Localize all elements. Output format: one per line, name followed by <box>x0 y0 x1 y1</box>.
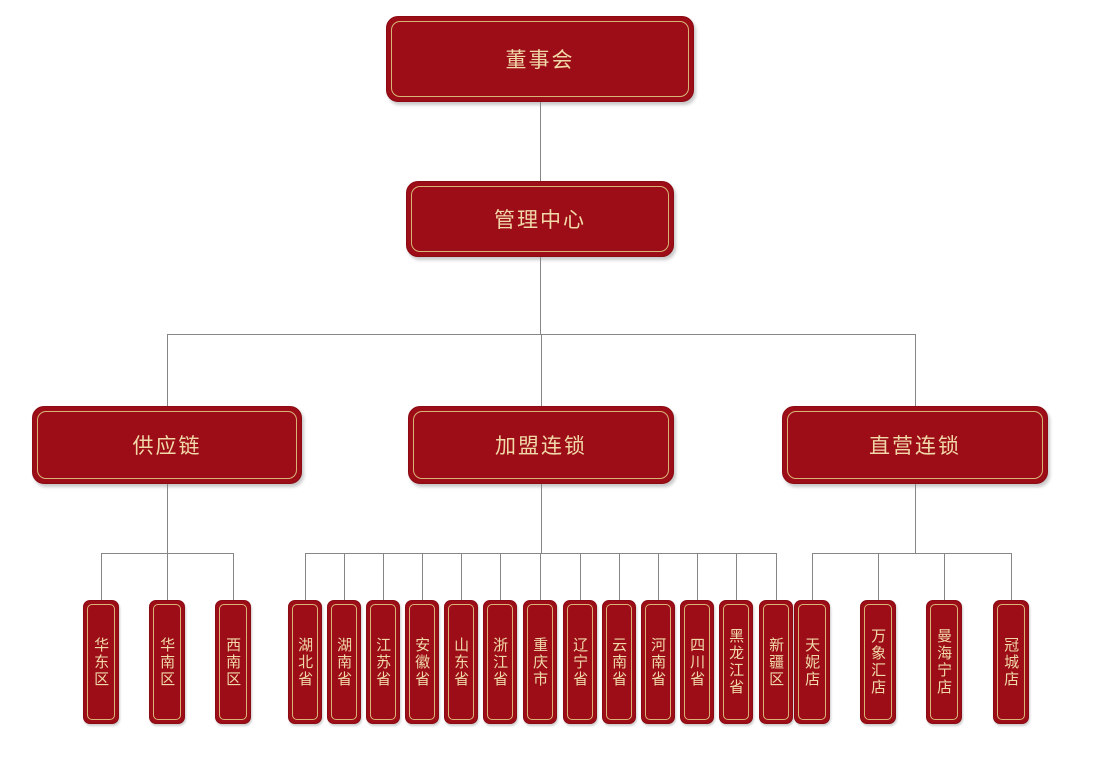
connector-drop-franchise-9 <box>658 553 659 600</box>
connector-board-to-management <box>540 102 541 181</box>
node-supply-chain[interactable]: 供应链 <box>32 406 302 484</box>
connector-drop-franchise-4 <box>461 553 462 600</box>
node-label: 四川省 <box>688 636 707 688</box>
node-leaf-franchise-3[interactable]: 安徽省 <box>405 600 439 724</box>
node-leaf-franchise-7[interactable]: 辽宁省 <box>563 600 597 724</box>
node-leaf-supply-1[interactable]: 华南区 <box>149 600 185 724</box>
connector-drop-direct-3 <box>1011 553 1012 600</box>
node-leaf-franchise-2[interactable]: 江苏省 <box>366 600 400 724</box>
connector-management-stem <box>540 257 541 334</box>
connector-drop-franchise-11 <box>736 553 737 600</box>
node-label: 重庆市 <box>531 636 550 688</box>
connector-drop-direct-0 <box>812 553 813 600</box>
node-label: 管理中心 <box>494 208 586 232</box>
node-label: 浙江省 <box>491 636 510 688</box>
node-leaf-direct-0[interactable]: 天妮店 <box>794 600 830 724</box>
node-leaf-franchise-11[interactable]: 黑龙江省 <box>719 600 753 724</box>
connector-drop-franchise-5 <box>500 553 501 600</box>
node-label: 辽宁省 <box>571 636 590 688</box>
node-franchise-chain[interactable]: 加盟连锁 <box>408 406 674 484</box>
connector-drop-franchise-3 <box>422 553 423 600</box>
connector-drop-supply-1 <box>167 553 168 600</box>
node-label: 湖北省 <box>296 636 315 688</box>
node-label: 天妮店 <box>803 636 822 688</box>
node-label: 江苏省 <box>374 636 393 688</box>
node-leaf-franchise-4[interactable]: 山东省 <box>444 600 478 724</box>
node-leaf-franchise-6[interactable]: 重庆市 <box>523 600 557 724</box>
node-label: 董事会 <box>505 48 575 72</box>
node-leaf-franchise-8[interactable]: 云南省 <box>602 600 636 724</box>
node-direct-chain[interactable]: 直营连锁 <box>782 406 1048 484</box>
connector-drop-franchise-0 <box>305 553 306 600</box>
node-label: 冠城店 <box>1002 636 1021 688</box>
node-leaf-franchise-9[interactable]: 河南省 <box>641 600 675 724</box>
connector-drop-level3-1 <box>541 334 542 406</box>
node-leaf-franchise-5[interactable]: 浙江省 <box>483 600 517 724</box>
connector-drop-direct-2 <box>944 553 945 600</box>
connector-drop-supply-0 <box>101 553 102 600</box>
connector-drop-franchise-8 <box>619 553 620 600</box>
node-label: 湖南省 <box>335 636 354 688</box>
node-label: 新疆区 <box>767 636 786 688</box>
connector-drop-franchise-1 <box>344 553 345 600</box>
node-board[interactable]: 董事会 <box>386 16 694 102</box>
node-label: 华东区 <box>92 636 111 688</box>
connector-stem-supply <box>167 484 168 553</box>
node-leaf-direct-2[interactable]: 曼海宁店 <box>926 600 962 724</box>
node-leaf-direct-1[interactable]: 万象汇店 <box>860 600 896 724</box>
connector-bus-direct <box>812 553 1011 554</box>
node-label: 山东省 <box>452 636 471 688</box>
connector-stem-franchise <box>541 484 542 553</box>
node-label: 加盟连锁 <box>495 434 587 458</box>
node-leaf-franchise-12[interactable]: 新疆区 <box>759 600 793 724</box>
node-label: 供应链 <box>132 434 202 458</box>
connector-drop-franchise-10 <box>697 553 698 600</box>
node-label: 黑龙江省 <box>727 628 746 696</box>
node-label: 万象汇店 <box>869 628 888 696</box>
connector-drop-level3-2 <box>915 334 916 406</box>
connector-stem-direct <box>915 484 916 553</box>
connector-drop-level3-0 <box>167 334 168 406</box>
connector-drop-supply-2 <box>233 553 234 600</box>
connector-drop-franchise-12 <box>776 553 777 600</box>
node-leaf-supply-2[interactable]: 西南区 <box>215 600 251 724</box>
node-leaf-supply-0[interactable]: 华东区 <box>83 600 119 724</box>
connector-drop-franchise-7 <box>580 553 581 600</box>
node-label: 西南区 <box>224 636 243 688</box>
node-label: 云南省 <box>610 636 629 688</box>
node-label: 直营连锁 <box>869 434 961 458</box>
connector-drop-direct-1 <box>878 553 879 600</box>
node-label: 曼海宁店 <box>935 628 954 696</box>
node-leaf-direct-3[interactable]: 冠城店 <box>993 600 1029 724</box>
node-label: 河南省 <box>649 636 668 688</box>
node-management-center[interactable]: 管理中心 <box>406 181 674 257</box>
connector-drop-franchise-2 <box>383 553 384 600</box>
node-leaf-franchise-0[interactable]: 湖北省 <box>288 600 322 724</box>
node-label: 华南区 <box>158 636 177 688</box>
connector-drop-franchise-6 <box>540 553 541 600</box>
node-leaf-franchise-10[interactable]: 四川省 <box>680 600 714 724</box>
node-leaf-franchise-1[interactable]: 湖南省 <box>327 600 361 724</box>
node-label: 安徽省 <box>413 636 432 688</box>
